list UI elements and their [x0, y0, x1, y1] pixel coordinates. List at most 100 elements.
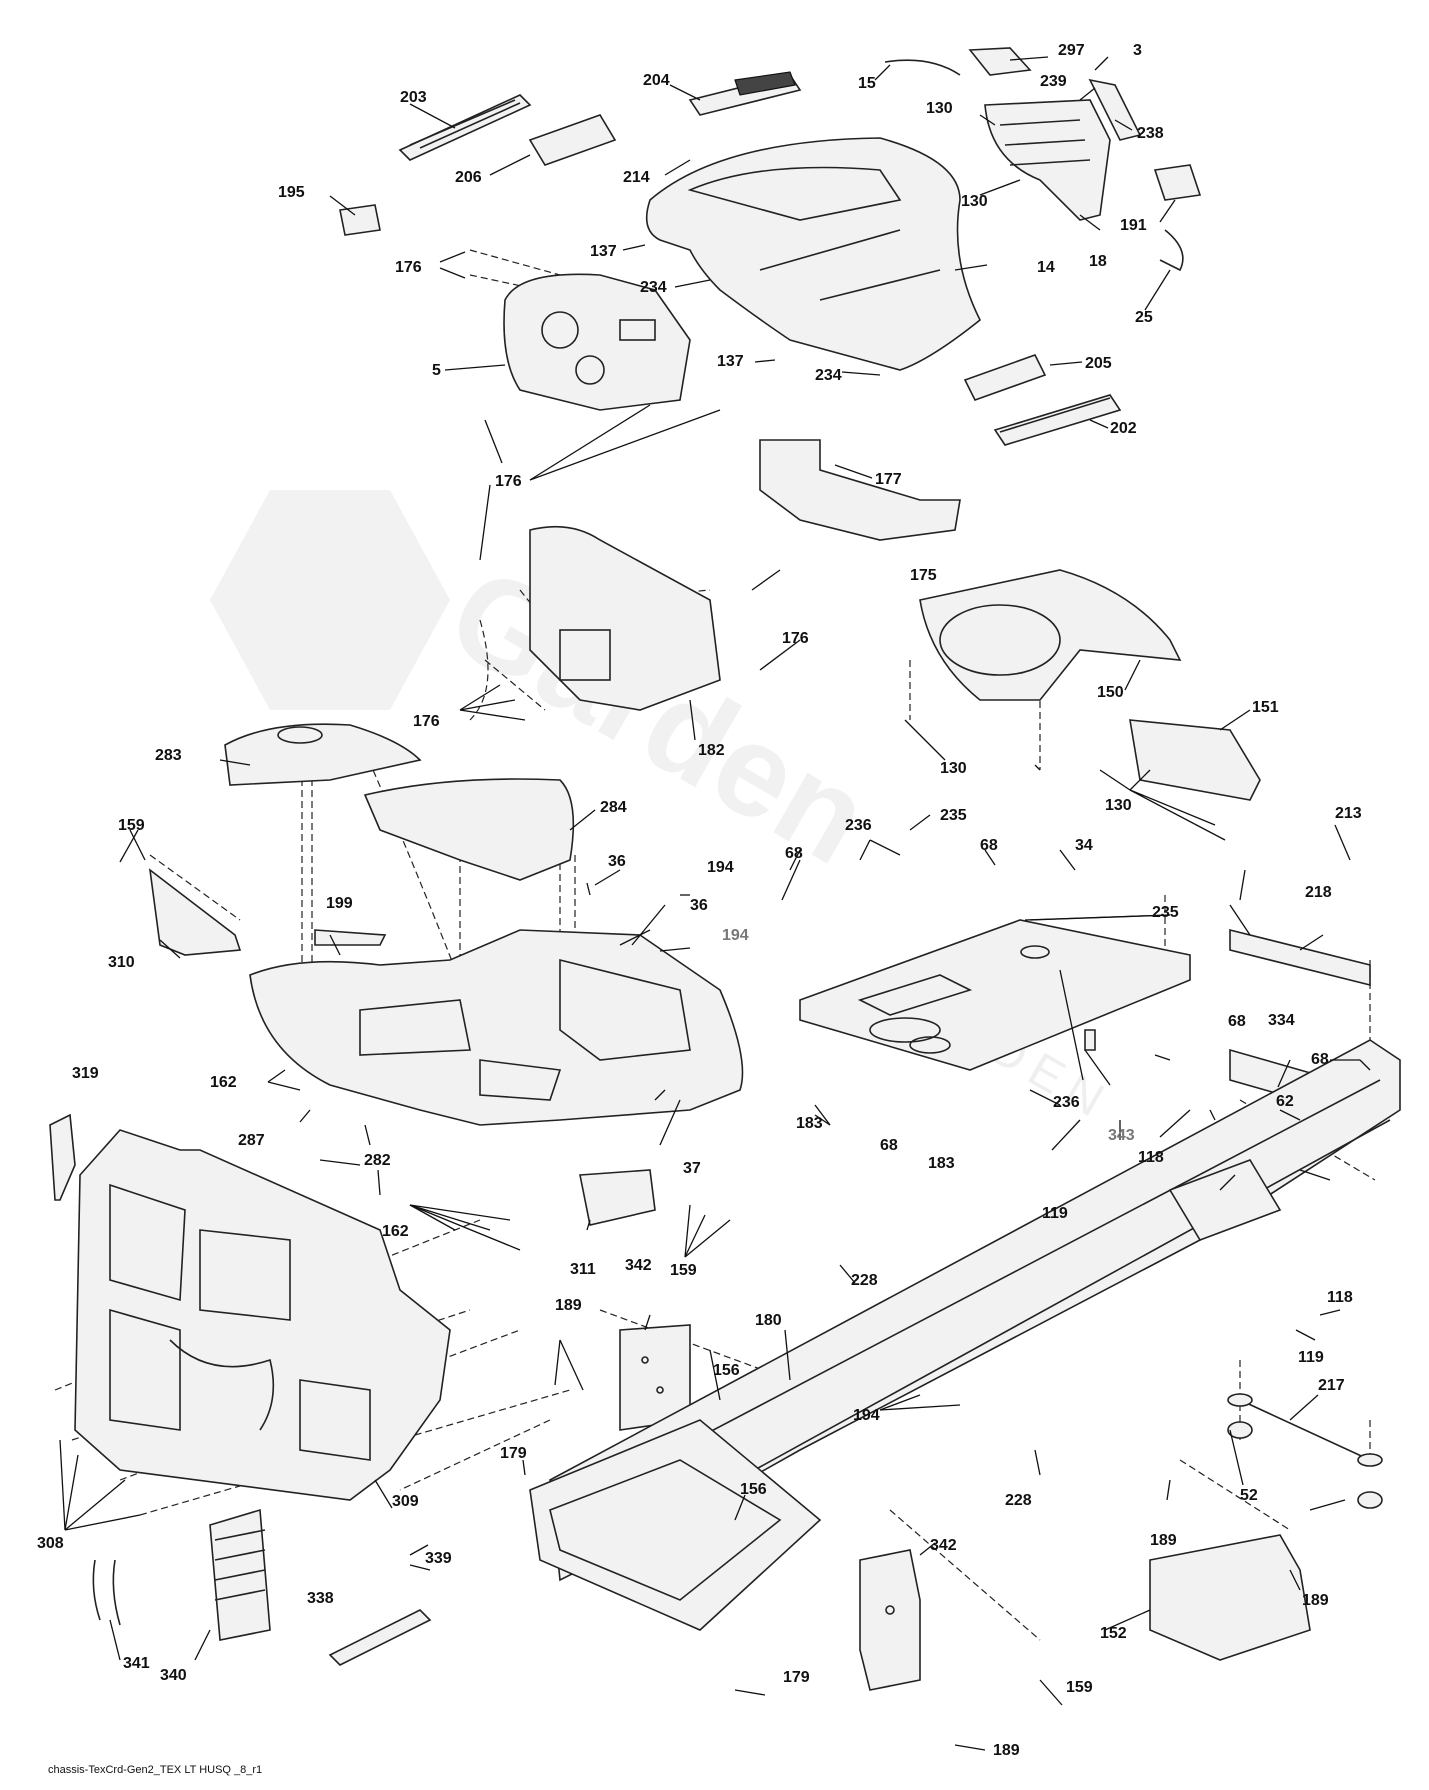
footer-drawing-id: chassis-TexCrd-Gen2_TEX LT HUSQ _8_r1 [48, 1764, 263, 1776]
callout-338: 338 [307, 1590, 334, 1607]
callout-228: 228 [851, 1272, 878, 1289]
callout-176: 176 [395, 259, 422, 276]
top-grille-203 [398, 94, 532, 161]
callout-5: 5 [432, 362, 441, 379]
bracket-25 [1159, 229, 1184, 272]
side-cover-18 [984, 99, 1111, 221]
callout-297: 297 [1058, 42, 1085, 59]
shield-152 [1149, 1534, 1311, 1661]
bracket-218 [1229, 928, 1371, 987]
callout-130: 130 [940, 760, 967, 777]
callout-68: 68 [980, 837, 998, 854]
bracket-319 [49, 1113, 76, 1201]
plate-34 [799, 919, 1191, 1071]
callout-18: 18 [1089, 253, 1107, 270]
callout-130: 130 [926, 100, 953, 117]
callout-68: 68 [880, 1137, 898, 1154]
bracket-175 [759, 439, 961, 541]
callout-195: 195 [278, 184, 305, 201]
callout-156: 156 [713, 1362, 740, 1379]
callout-62: 62 [1276, 1093, 1294, 1110]
callout-284: 284 [600, 799, 627, 816]
callout-189: 189 [555, 1297, 582, 1314]
callout-52: 52 [1240, 1487, 1258, 1504]
callout-334: 334 [1268, 1012, 1295, 1029]
callout-37: 37 [683, 1160, 701, 1177]
fuel-tank-support-150 [919, 569, 1182, 701]
callout-156: 156 [740, 1481, 767, 1498]
callout-235: 235 [940, 807, 967, 824]
callout-137: 137 [590, 243, 617, 260]
bracket-310 [148, 868, 242, 956]
frame-block [1168, 1159, 1282, 1241]
callout-217: 217 [1318, 1377, 1345, 1394]
callout-228: 228 [1005, 1492, 1032, 1509]
grille-insert-340 [209, 1508, 271, 1641]
callout-177: 177 [875, 471, 902, 488]
callout-68: 68 [785, 845, 803, 862]
grille-202 [993, 394, 1122, 446]
callout-191: 191 [1120, 217, 1147, 234]
mount-311 [579, 1169, 656, 1226]
main-frame-180 [529, 1039, 1401, 1631]
callout-204: 204 [643, 72, 670, 89]
callout-130: 130 [961, 193, 988, 210]
callout-68: 68 [1311, 1051, 1329, 1068]
bracket-342-lower [859, 1549, 921, 1691]
callout-14: 14 [1037, 259, 1055, 276]
callout-3: 3 [1133, 42, 1142, 59]
callout-130: 130 [1105, 797, 1132, 814]
callout-234: 234 [640, 279, 667, 296]
callout-236: 236 [1053, 1094, 1080, 1111]
callout-214: 214 [623, 169, 650, 186]
callout-36: 36 [690, 897, 708, 914]
callout-labels: 3 297 15 239 204 203 130 238 214 206 195… [37, 42, 1362, 1759]
callout-118: 118 [1327, 1289, 1353, 1306]
leader-lines [59, 56, 1371, 1751]
panel-238 [1088, 78, 1142, 141]
callout-119: 119 [1298, 1349, 1324, 1366]
callout-189: 189 [1302, 1592, 1329, 1609]
callout-213: 213 [1335, 805, 1362, 822]
bracket-15 [884, 59, 961, 76]
callout-194: 194 [722, 927, 749, 944]
callout-234: 234 [815, 367, 842, 384]
callout-179: 179 [783, 1669, 810, 1686]
callout-218: 218 [1305, 884, 1332, 901]
bushing-52 [1227, 1421, 1383, 1509]
callout-182: 182 [698, 742, 725, 759]
callout-203: 203 [400, 89, 427, 106]
callout-339: 339 [425, 1550, 452, 1567]
callout-283: 283 [155, 747, 182, 764]
callout-341: 341 [123, 1655, 150, 1672]
callout-189: 189 [993, 1742, 1020, 1759]
callout-68: 68 [1228, 1013, 1246, 1030]
callout-183: 183 [928, 1155, 955, 1172]
callout-176: 176 [495, 473, 522, 490]
callout-179: 179 [500, 1445, 527, 1462]
callout-205: 205 [1085, 355, 1112, 372]
callout-340: 340 [160, 1667, 187, 1684]
callout-311: 311 [570, 1261, 596, 1278]
callout-194: 194 [707, 859, 734, 876]
callout-159: 159 [1066, 1679, 1093, 1696]
callout-239: 239 [1040, 73, 1067, 90]
rod-217 [1227, 1393, 1383, 1467]
callout-36: 36 [608, 853, 626, 870]
callout-119: 119 [1042, 1205, 1068, 1222]
callout-162: 162 [210, 1074, 237, 1091]
callout-202: 202 [1110, 420, 1137, 437]
callout-180: 180 [755, 1312, 782, 1329]
cap-297 [968, 47, 1032, 76]
callout-176: 176 [782, 630, 809, 647]
callout-159: 159 [118, 817, 145, 834]
callout-235: 235 [1152, 904, 1179, 921]
front-grille-309 [74, 1129, 451, 1501]
callout-175: 175 [910, 567, 937, 584]
callout-183: 183 [796, 1115, 823, 1132]
bracket-151 [1129, 719, 1261, 801]
callout-206: 206 [455, 169, 482, 186]
hood-panel [645, 137, 982, 371]
callout-189: 189 [1150, 1532, 1177, 1549]
